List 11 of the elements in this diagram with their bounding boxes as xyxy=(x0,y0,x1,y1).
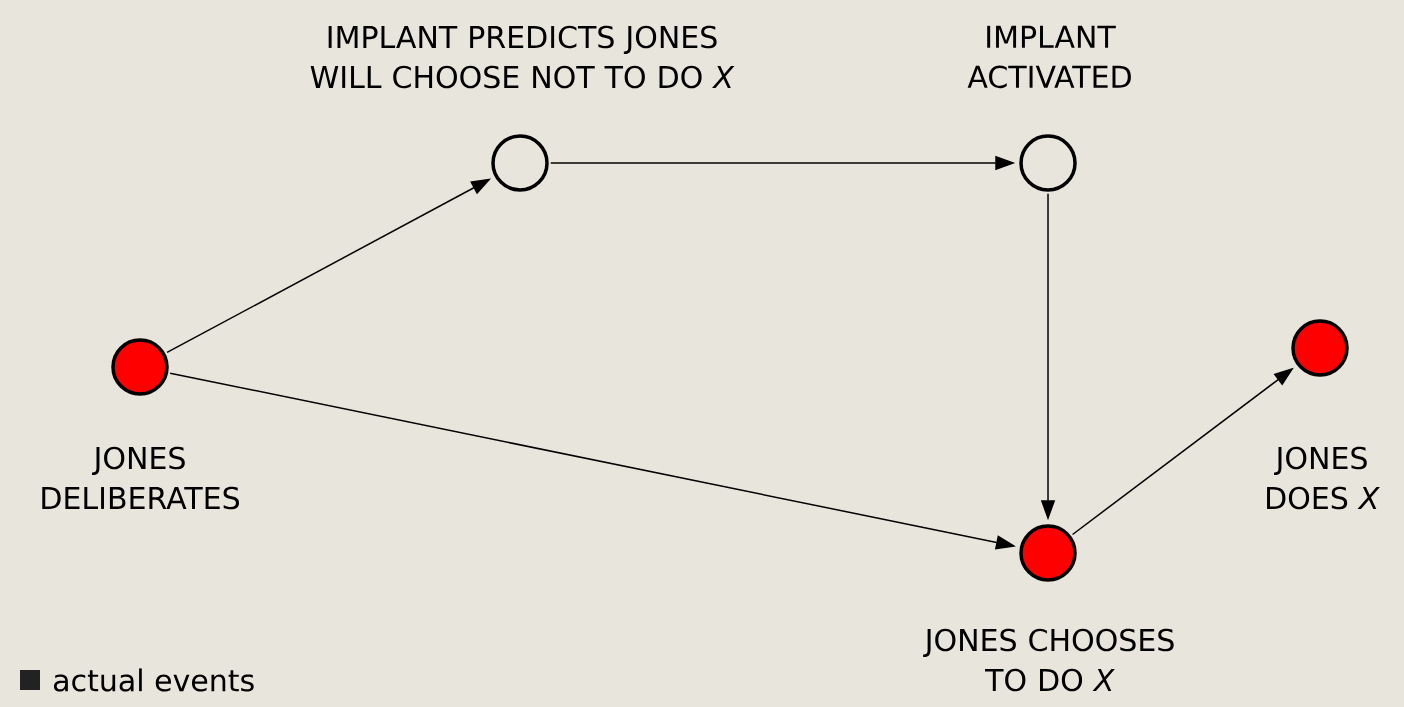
legend-label: actual events xyxy=(54,668,254,692)
event-circle xyxy=(491,134,549,192)
event-label: IMPLANT PREDICTS JONES WILL CHOOSE NOT TO DO X xyxy=(310,25,735,89)
event-label: JONES CHOOSES TO DO X xyxy=(923,628,1174,692)
event-circle xyxy=(111,338,169,396)
event-circle xyxy=(1291,319,1349,377)
event-label: IMPLANT ACTIVATED xyxy=(967,25,1131,89)
event-label: JONES DELIBERATES xyxy=(42,446,239,510)
event-label: JONES DOES X xyxy=(1267,446,1380,510)
event-circle xyxy=(1019,524,1077,582)
event-circle xyxy=(1019,134,1077,192)
